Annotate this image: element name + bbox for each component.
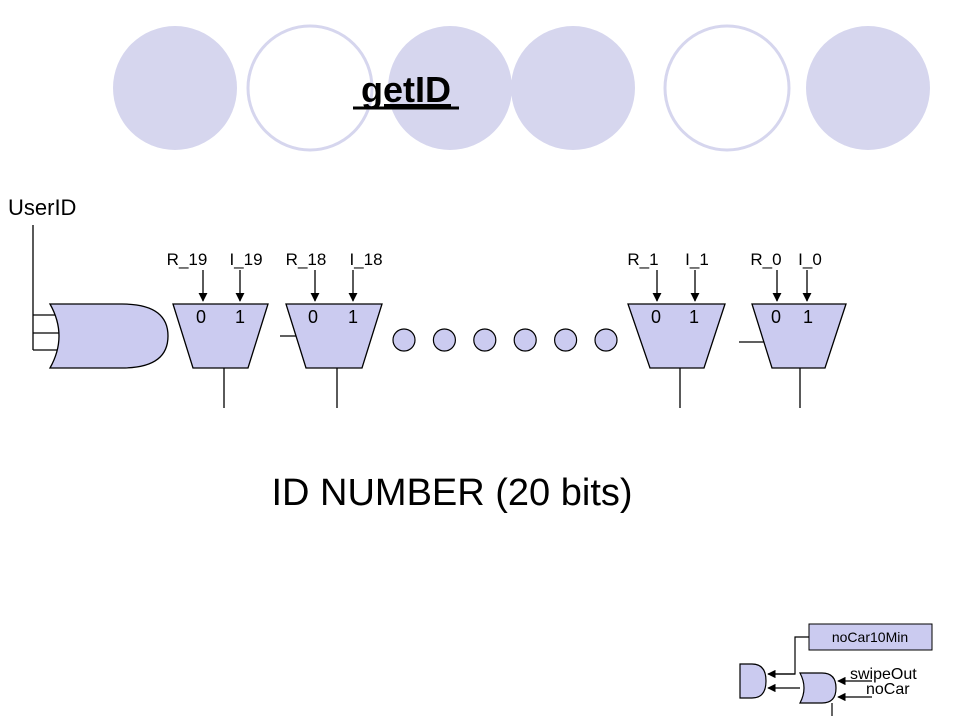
mux-0: R_19 I_19 0 1 <box>167 250 269 408</box>
ellipsis-dot <box>594 328 618 352</box>
nocar10min-box <box>808 623 933 651</box>
or-gate-small <box>799 672 837 704</box>
mini-circuit: noCar10Min swipeOut noCar <box>739 623 933 716</box>
mux-2: R_1 I_1 0 1 <box>627 250 726 408</box>
mux-label-r: R_0 <box>750 250 781 269</box>
mux-input-0: 0 <box>308 307 318 327</box>
mux-label-i: I_18 <box>349 250 382 269</box>
mux-input-0: 0 <box>651 307 661 327</box>
header-circle-2 <box>246 24 374 152</box>
slide-title: getID <box>361 69 451 110</box>
swipeout-label: swipeOut <box>850 666 917 683</box>
mux-input-1: 1 <box>803 307 813 327</box>
mux-label-r: R_1 <box>627 250 658 269</box>
ellipsis-dots <box>392 328 618 352</box>
mux-input-1: 1 <box>689 307 699 327</box>
userid-wire <box>32 225 62 351</box>
mux-input-0: 0 <box>196 307 206 327</box>
mux-label-r: R_18 <box>286 250 327 269</box>
or-gate <box>48 303 169 369</box>
header-circles <box>113 24 930 152</box>
mux-label-i: I_0 <box>798 250 822 269</box>
header-circle-1 <box>113 26 237 150</box>
ellipsis-dot <box>513 328 537 352</box>
mux-body <box>285 303 383 369</box>
mux-3: R_0 I_0 0 1 <box>739 250 847 408</box>
mux-input-1: 1 <box>235 307 245 327</box>
id-number-caption: ID NUMBER (20 bits) <box>271 472 632 514</box>
header-circle-5 <box>663 24 791 152</box>
nocar10min-wire <box>768 636 809 675</box>
ellipsis-dot <box>473 328 497 352</box>
mux-label-i: I_19 <box>229 250 262 269</box>
mux-body <box>627 303 726 369</box>
header-circle-4 <box>511 26 635 150</box>
ellipsis-dot <box>432 328 456 352</box>
ellipsis-dot <box>553 328 578 352</box>
nocar10min-label: noCar10Min <box>832 629 908 645</box>
and-gate <box>739 663 767 699</box>
mux-input-0: 0 <box>771 307 781 327</box>
mux-input-1: 1 <box>348 307 358 327</box>
userid-label: UserID <box>8 195 76 220</box>
mux-label-r: R_19 <box>167 250 208 269</box>
header-circle-6 <box>806 26 930 150</box>
nocar-label: noCar <box>866 681 910 698</box>
mux-body <box>751 303 847 369</box>
ellipsis-dot <box>392 328 416 352</box>
mux-1: R_18 I_18 0 1 <box>280 250 383 408</box>
mux-label-i: I_1 <box>685 250 709 269</box>
mux-body <box>172 303 269 369</box>
header-circle-3 <box>388 26 512 150</box>
